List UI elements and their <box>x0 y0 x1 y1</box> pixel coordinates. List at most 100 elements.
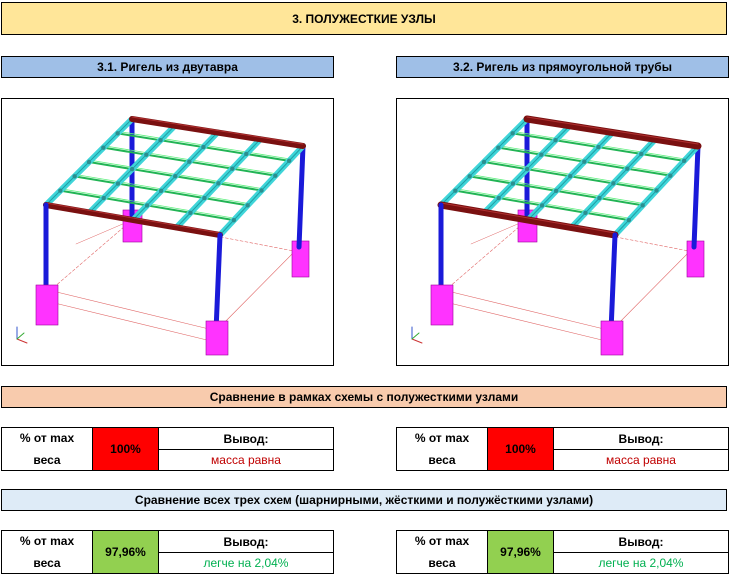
joint <box>158 188 164 194</box>
joint <box>245 203 250 208</box>
model-view-i-beam <box>1 98 334 366</box>
section1-title: Сравнение в рамках схемы с полужесткими … <box>1 386 727 408</box>
result-label: Вывод: <box>553 427 729 450</box>
axis-y <box>16 332 25 340</box>
joint <box>158 138 163 143</box>
joint <box>453 188 458 193</box>
joint <box>101 195 106 201</box>
column <box>608 232 618 334</box>
percent-label-line2: веса <box>428 556 456 570</box>
comparison-card-1-right: % от max веса 100% Вывод: масса равна <box>396 427 729 471</box>
joint <box>668 173 673 178</box>
percent-label: % от max веса <box>1 530 93 574</box>
joint <box>202 195 207 201</box>
comparison-card-2-left: % от max веса 97,96% Вывод: легче на 2,0… <box>1 530 334 574</box>
subsection-title-rect-tube: 3.2. Ригель из прямоугольной трубы <box>396 56 729 78</box>
footing-block <box>430 284 454 326</box>
percent-label-line2: веса <box>428 453 456 467</box>
joint <box>72 174 77 179</box>
percent-value: 97,96% <box>92 530 159 574</box>
percent-label-line1: % от max <box>19 431 75 445</box>
percent-label: % от max веса <box>396 427 488 471</box>
main-girder-edge <box>131 116 304 145</box>
dimension-line <box>75 219 133 245</box>
percent-label-line2: веса <box>33 556 61 570</box>
joint <box>611 181 616 186</box>
dimension-line <box>610 246 695 332</box>
dimension-line <box>35 286 210 330</box>
comparison-card-2-right: % от max веса 97,96% Вывод: легче на 2,0… <box>396 530 729 574</box>
joint <box>626 217 632 223</box>
joint <box>144 203 150 208</box>
dimension-line <box>432 298 607 342</box>
section2-title: Сравнение всех трех схем (шарнирными, жё… <box>1 489 727 511</box>
result-text: масса равна <box>158 449 334 471</box>
percent-label-line2: веса <box>33 453 61 467</box>
column <box>296 143 306 250</box>
joint <box>230 166 235 171</box>
axis-y <box>411 332 420 340</box>
joint <box>568 174 573 179</box>
joint <box>539 203 545 208</box>
joint <box>86 159 92 165</box>
dimension-line <box>440 219 528 295</box>
joint <box>524 166 530 172</box>
frame-3d-model <box>16 116 310 356</box>
comparison-card-1-left: % от max веса 100% Вывод: масса равна <box>1 427 334 471</box>
percent-label: % от max веса <box>396 530 488 574</box>
footing-block <box>600 320 624 356</box>
frame-3d-model <box>411 115 705 356</box>
dimension-line <box>45 219 133 295</box>
footing-block <box>205 320 229 356</box>
joint <box>187 159 192 164</box>
axis-x <box>16 338 28 344</box>
subsection-title-i-beam: 3.1. Ригель из двутавра <box>1 56 334 78</box>
joint <box>201 144 206 150</box>
main-girder <box>43 202 223 238</box>
dimension-line <box>430 286 605 330</box>
joint <box>582 159 587 164</box>
percent-value: 97,96% <box>487 530 554 574</box>
result-label: Вывод: <box>158 427 334 450</box>
joint <box>188 210 193 215</box>
column <box>691 143 701 250</box>
percent-label-line1: % от max <box>414 534 470 548</box>
main-girder <box>129 116 306 149</box>
joint <box>596 144 601 150</box>
joint <box>681 158 687 164</box>
model-view-rect-tube <box>396 98 729 366</box>
main-girder-edge <box>526 116 699 145</box>
result-label: Вывод: <box>553 530 729 553</box>
percent-label-line1: % от max <box>414 431 470 445</box>
joint <box>640 203 645 208</box>
joint <box>216 181 221 186</box>
joint <box>625 166 630 171</box>
percent-label: % от max веса <box>1 427 93 471</box>
joint <box>553 188 559 194</box>
result-label: Вывод: <box>158 530 334 553</box>
main-girder-edge <box>45 202 221 234</box>
joint <box>496 195 501 201</box>
joint <box>259 188 264 193</box>
joint <box>115 131 120 136</box>
joint <box>129 166 135 172</box>
joint <box>244 151 249 157</box>
percent-value: 100% <box>92 427 159 471</box>
axis-x <box>411 338 423 344</box>
joint <box>231 217 237 223</box>
main-girder <box>437 201 619 239</box>
main-girder-edge <box>440 202 616 234</box>
joint <box>173 174 178 179</box>
footing-block <box>35 284 59 326</box>
column <box>213 232 223 334</box>
joint <box>467 174 472 179</box>
joint <box>58 188 63 193</box>
joint <box>597 195 602 201</box>
joint <box>273 173 278 178</box>
joint <box>286 158 292 164</box>
dimension-line <box>37 298 212 342</box>
joint <box>510 131 515 136</box>
joint <box>654 188 659 193</box>
result-text: масса равна <box>553 449 729 471</box>
result-text: легче на 2,04% <box>158 552 334 574</box>
